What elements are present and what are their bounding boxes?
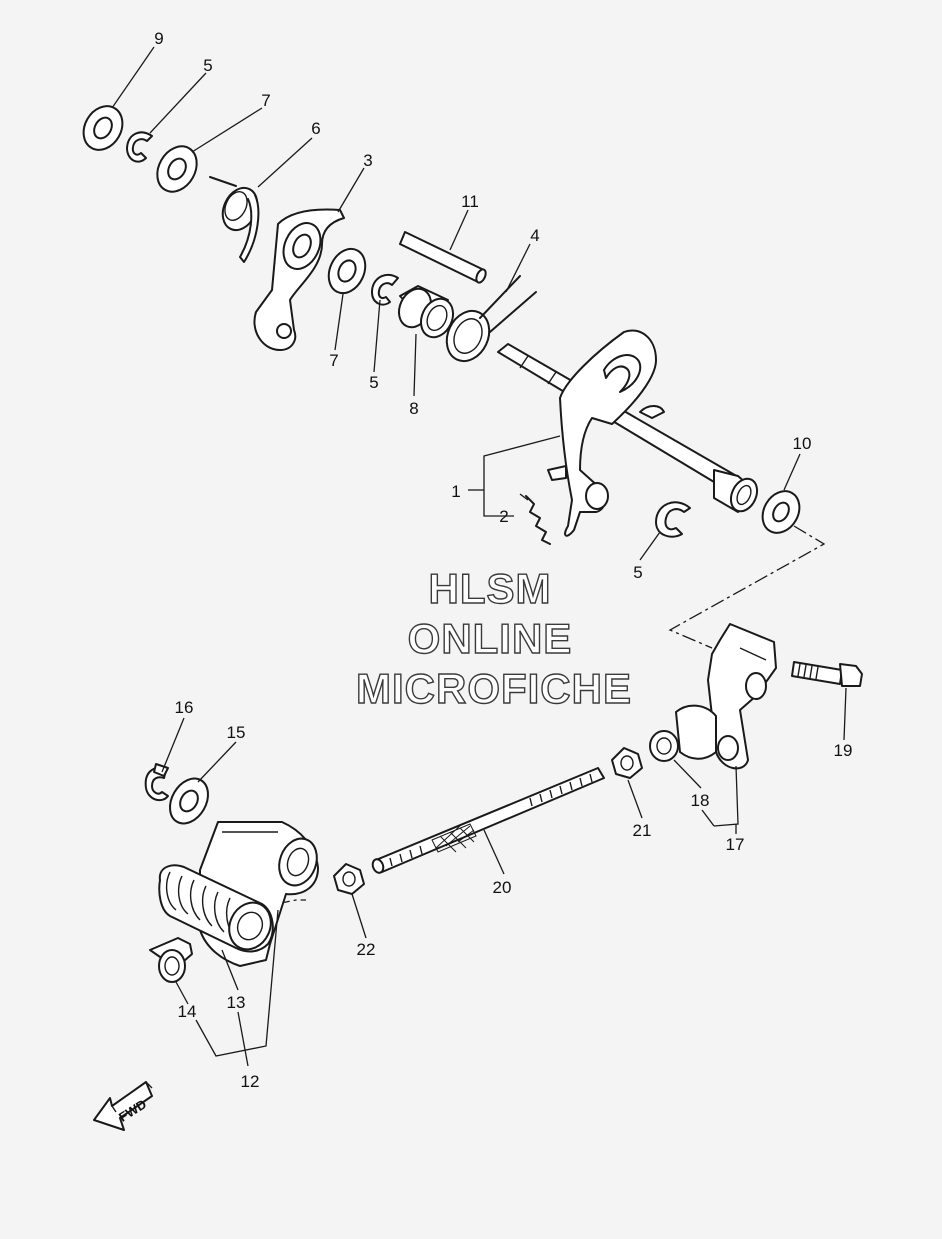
part-7-washer-middle (327, 247, 367, 295)
callout-7-middle: 7 (329, 351, 338, 370)
callout-18: 18 (691, 791, 710, 810)
callout-10: 10 (793, 434, 812, 453)
part-1-shift-shaft (497, 329, 759, 537)
part-15-washer (169, 777, 209, 825)
part-19-bolt (791, 661, 863, 687)
watermark-line-3: MICROFICHE (356, 665, 632, 712)
callout-15: 15 (227, 723, 246, 742)
part-8-collar (397, 285, 455, 339)
callout-8: 8 (409, 399, 418, 418)
watermark-line-2: ONLINE (408, 615, 573, 662)
part-21-nut (611, 747, 643, 779)
part-17-clamp-lever (675, 623, 777, 770)
fwd-arrow-icon: FWD (93, 1081, 153, 1131)
part-7-washer-top (156, 145, 198, 193)
part-13-pedal-rubber (158, 864, 274, 953)
part-5-circlip-lower (655, 501, 691, 538)
part-14-pedal-bolt (149, 937, 193, 983)
part-6-torsion-spring (209, 176, 260, 263)
part-11-pin (399, 231, 487, 284)
callout-12: 12 (241, 1072, 260, 1091)
callout-4: 4 (530, 226, 539, 245)
part-3-shift-arm (253, 208, 345, 351)
callout-5-middle: 5 (369, 373, 378, 392)
callout-16: 16 (175, 698, 194, 717)
part-4-return-spring (445, 275, 537, 363)
callout-7-top: 7 (261, 91, 270, 110)
callout-11: 11 (461, 192, 479, 211)
part-2-spring (519, 493, 551, 545)
callout-6: 6 (311, 119, 320, 138)
part-20-shift-rod (371, 767, 605, 874)
callout-17: 17 (726, 835, 745, 854)
watermark-line-1: HLSM (429, 565, 552, 612)
callout-20: 20 (493, 878, 512, 897)
callout-14: 14 (178, 1002, 197, 1021)
part-5-circlip-top (126, 131, 153, 163)
callout-13: 13 (227, 993, 246, 1012)
part-18-joint (649, 730, 679, 762)
callout-2: 2 (499, 507, 508, 526)
callout-19: 19 (834, 741, 853, 760)
callout-21: 21 (633, 821, 652, 840)
leader-lines (111, 46, 847, 1067)
part-5-circlip-middle (371, 273, 399, 306)
part-22-nut (333, 863, 365, 895)
part-10-washer (761, 490, 801, 534)
callout-5-lower: 5 (633, 563, 642, 582)
callout-9: 9 (154, 29, 163, 48)
part-9-washer (82, 105, 124, 151)
callout-3: 3 (363, 151, 372, 170)
callout-1: 1 (451, 482, 460, 501)
part-16-circlip (144, 763, 169, 802)
callout-22: 22 (357, 940, 376, 959)
callout-5-top: 5 (203, 56, 212, 75)
